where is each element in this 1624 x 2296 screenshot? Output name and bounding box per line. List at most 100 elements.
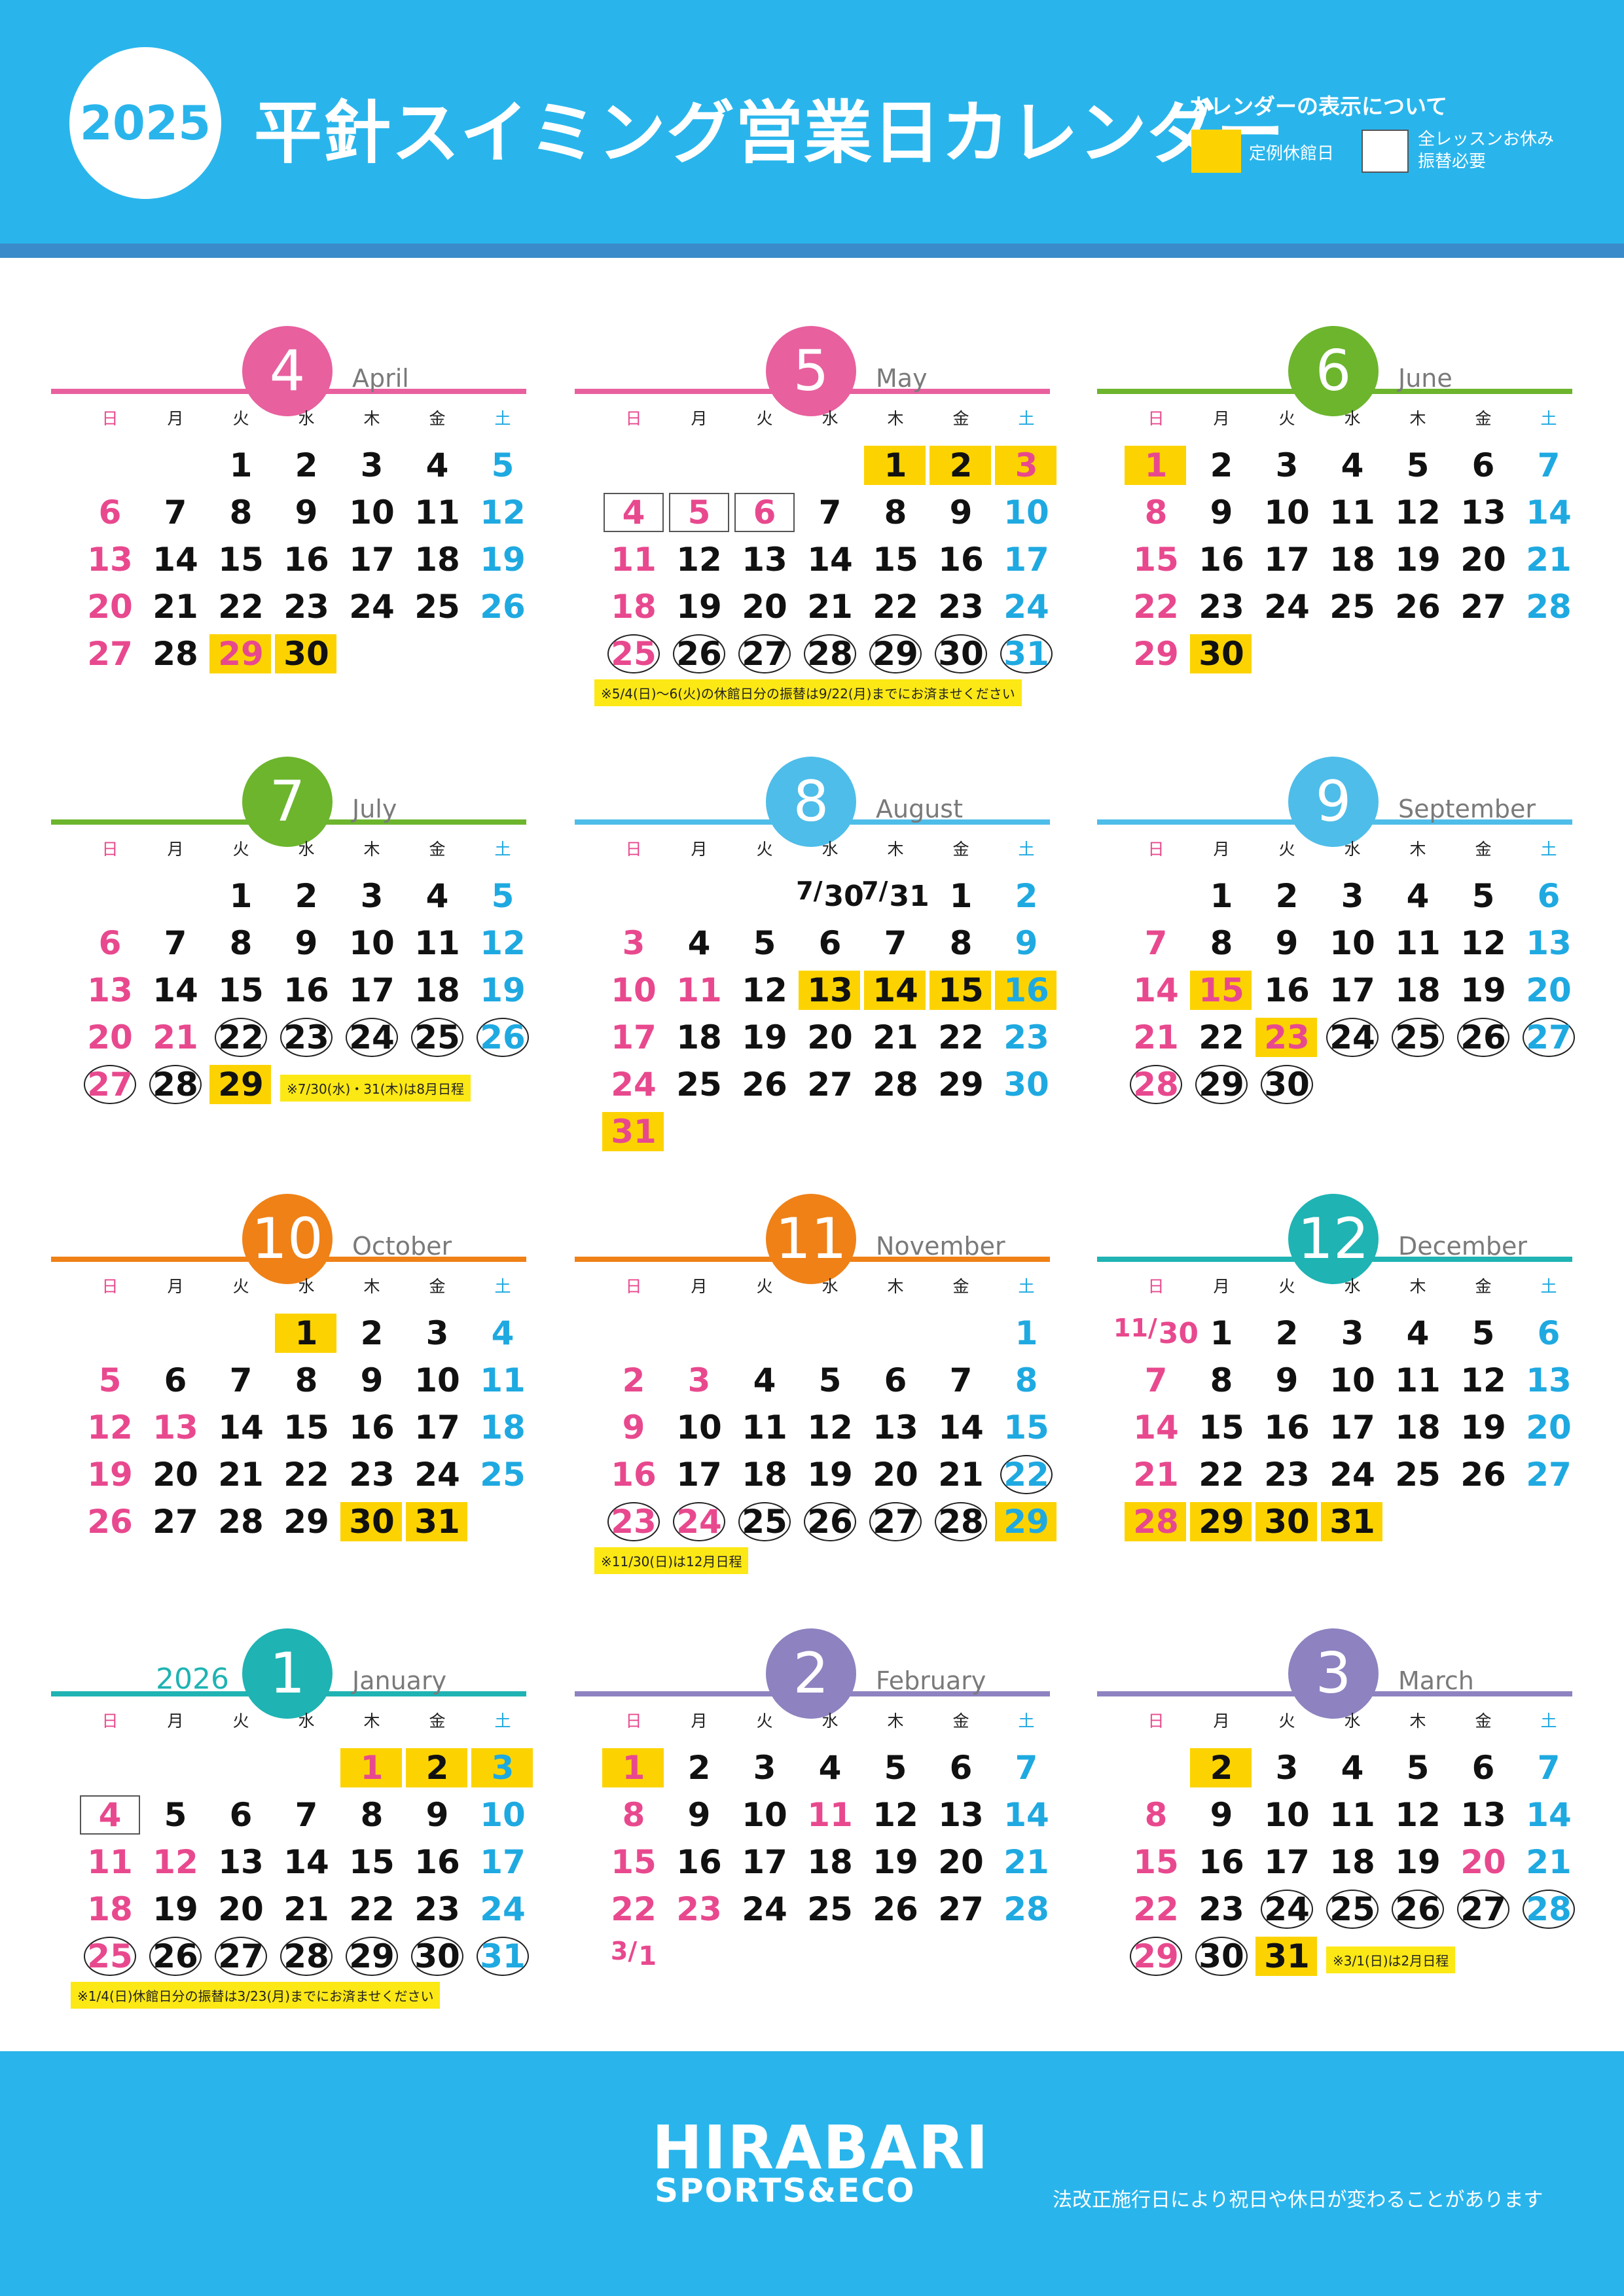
weekday-label: 水 xyxy=(298,409,315,428)
day-number: 30 xyxy=(1199,1937,1244,1975)
calendar-day: 15 xyxy=(339,1839,405,1885)
calendar-day: 15 xyxy=(208,967,274,1013)
day-number: 6 xyxy=(1537,877,1561,915)
month-number: 1 xyxy=(242,1628,333,1719)
calendar-day: 22 xyxy=(1123,584,1189,630)
weekday-label: 木 xyxy=(363,840,380,859)
day-number: 27 xyxy=(87,1066,133,1103)
weekday-label: 水 xyxy=(821,1712,839,1731)
calendar-day: 24 xyxy=(1254,1886,1320,1932)
day-number: 28 xyxy=(807,635,853,673)
day-number: 12 xyxy=(1460,924,1506,962)
day-number: 11 xyxy=(807,1796,853,1834)
calendar-day: 19 xyxy=(797,1452,863,1498)
calendar-day: 19 xyxy=(470,537,535,583)
day-number: 13 xyxy=(1526,924,1572,962)
day-number: 22 xyxy=(611,1890,657,1928)
day-number: 19 xyxy=(873,1843,918,1881)
calendar-day: 17 xyxy=(1254,537,1320,583)
calendar-day: 28 xyxy=(1123,1499,1189,1545)
calendar-day: 12 xyxy=(863,1792,928,1838)
weekday-label: 日 xyxy=(101,1277,118,1296)
calendar-day: 12 xyxy=(732,967,797,1013)
day-number: 26 xyxy=(1395,1890,1441,1928)
calendar-day: 1 xyxy=(928,873,994,919)
calendar-day: 23 xyxy=(1254,1452,1320,1498)
calendar-day: 27 xyxy=(732,631,797,677)
month-number: 5 xyxy=(766,326,856,416)
day-number: 22 xyxy=(218,1018,264,1056)
day-number: 11 xyxy=(87,1843,133,1881)
calendar-day: 3 xyxy=(732,1745,797,1791)
calendar-day: 23 xyxy=(994,1014,1059,1060)
calendar-day: 27 xyxy=(863,1499,928,1545)
calendar-day: 14 xyxy=(143,967,208,1013)
calendar-day: 4 xyxy=(1385,873,1451,919)
day-number: 29 xyxy=(218,635,264,673)
day-number: 11 xyxy=(1395,924,1441,962)
day-number: 12 xyxy=(153,1843,198,1881)
day-number: 18 xyxy=(87,1890,133,1928)
day-number: 27 xyxy=(87,635,133,673)
month-name: January xyxy=(352,1666,447,1695)
calendar-day: 22 xyxy=(1189,1014,1254,1060)
header-bar xyxy=(0,0,1624,243)
day-number: 9 xyxy=(360,1361,384,1399)
weekday-label: 木 xyxy=(887,409,904,428)
day-number: 26 xyxy=(1395,588,1441,626)
calendar-day: 29 xyxy=(1123,631,1189,677)
calendar-day: 16 xyxy=(1254,1405,1320,1450)
day-number: 14 xyxy=(1526,1796,1572,1834)
day-number: 29 xyxy=(218,1066,264,1103)
day-number: 5 xyxy=(98,1361,122,1399)
month-note: ※7/30(水)・31(木)は8月日程 xyxy=(280,1075,471,1102)
legend-closed-label: 定例休館日 xyxy=(1249,144,1335,164)
weekday-label: 日 xyxy=(101,1712,118,1731)
calendar-day: 17 xyxy=(994,537,1059,583)
month-number: 6 xyxy=(1288,326,1379,416)
calendar-day: 18 xyxy=(1320,1839,1385,1885)
calendar-day: 13 xyxy=(1516,920,1581,966)
calendar-day: 21 xyxy=(863,1014,928,1060)
day-number: 21 xyxy=(153,1018,198,1056)
calendar-day: 6 xyxy=(1516,1310,1581,1356)
calendar-day: 24 xyxy=(666,1499,732,1545)
calendar-day: 18 xyxy=(797,1839,863,1885)
day-number: 20 xyxy=(742,588,787,626)
day-number: 17 xyxy=(1264,1843,1310,1881)
day-number: 5 xyxy=(491,877,514,915)
day-number: 25 xyxy=(742,1503,787,1541)
day-number: 14 xyxy=(1526,493,1572,531)
calendar-day: 23 xyxy=(274,584,339,630)
calendar-day: 17 xyxy=(339,537,405,583)
month-name: February xyxy=(876,1666,986,1695)
calendar-day: 17 xyxy=(405,1405,470,1450)
day-number: 23 xyxy=(283,1018,329,1056)
calendar-day: 6 xyxy=(928,1745,994,1791)
calendar-day: 8 xyxy=(1123,1792,1189,1838)
day-number: 24 xyxy=(1264,1890,1310,1928)
calendar-day: 26 xyxy=(470,1014,535,1060)
day-number: 3 xyxy=(622,924,645,962)
calendar-day: 13 xyxy=(1451,1792,1516,1838)
weekday-label: 火 xyxy=(756,1277,773,1296)
calendar-day: 4 xyxy=(666,920,732,966)
day-number: 29 xyxy=(1199,1503,1244,1541)
calendar-day: 25 xyxy=(1385,1014,1451,1060)
calendar-day: 14 xyxy=(994,1792,1059,1838)
calendar-day: 23 xyxy=(1189,1886,1254,1932)
weekday-label: 金 xyxy=(952,409,969,428)
day-number: 20 xyxy=(1460,1843,1506,1881)
day-number: 21 xyxy=(1133,1018,1179,1056)
day-number: 28 xyxy=(153,635,198,673)
calendar-day: 20 xyxy=(208,1886,274,1932)
day-number: 26 xyxy=(676,635,722,673)
calendar-day: 25 xyxy=(601,631,666,677)
calendar-day: 31 xyxy=(470,1933,535,1979)
day-number: 7 xyxy=(1015,1749,1038,1787)
calendar-day: 1 xyxy=(208,442,274,488)
calendar-day: 27 xyxy=(77,631,143,677)
calendar-day: 31 xyxy=(1254,1933,1320,1979)
calendar-day: 3 xyxy=(1320,873,1385,919)
day-number: 19 xyxy=(1460,1408,1506,1446)
